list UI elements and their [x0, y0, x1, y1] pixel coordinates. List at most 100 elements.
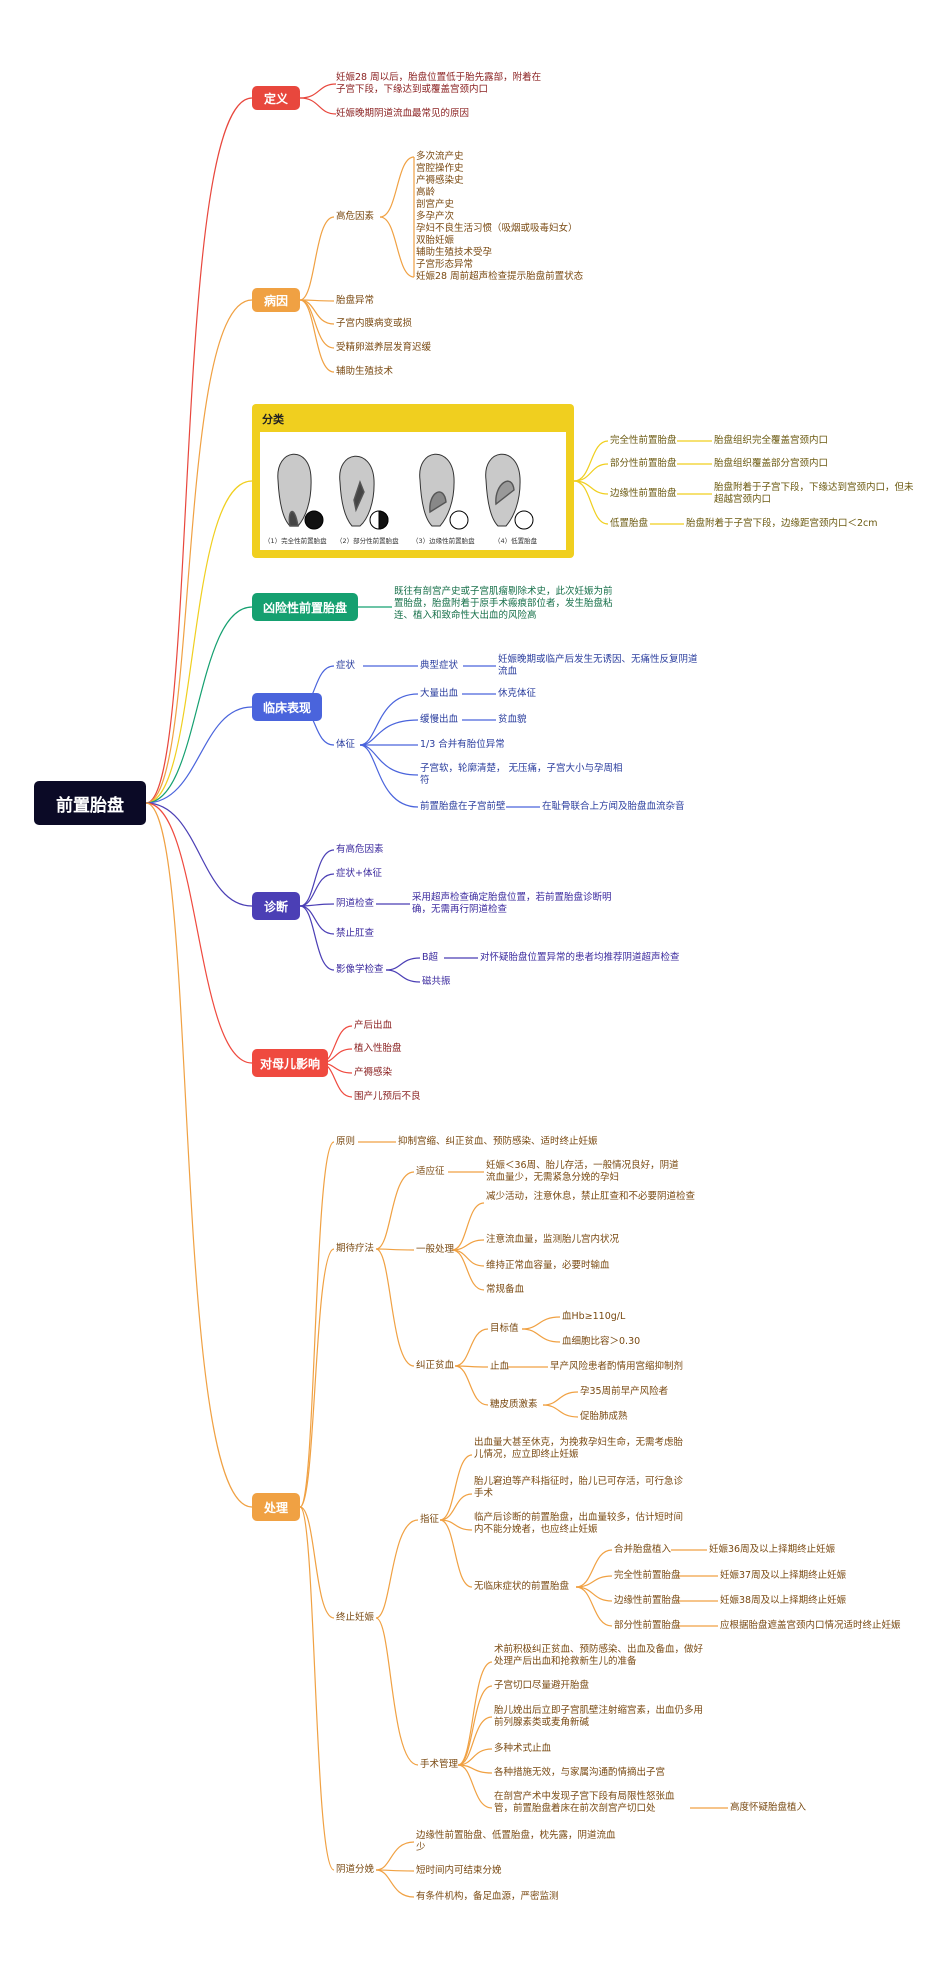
effect-item: 产褥感染 [354, 1067, 393, 1078]
treat-vaginal: 阴道分娩 [336, 1864, 375, 1875]
sign-item: 子宫软，轮廓清楚， 无压痛，子宫大小与孕周相符 [420, 763, 623, 786]
classification-title: 分类 [262, 413, 284, 426]
asym-type: 边缘性前置胎盘 [614, 1595, 681, 1606]
risk-item: 双胎妊娠 [416, 235, 455, 246]
stop-bleed-desc: 早产风险患者酌情用宫缩抑制剂 [550, 1361, 684, 1372]
treat-general: 一般处理 [416, 1244, 455, 1255]
clinical-symptom: 症状 [336, 660, 356, 671]
surgery-item: 术前积极纠正贫血、预防感染、出血及备血，做好处理产后出血和抢救新生儿的准备 [494, 1644, 704, 1667]
branch-pernicious[interactable]: 凶险性前置胎盘 [252, 593, 358, 621]
sign-sub: 休克体征 [498, 688, 537, 699]
surgery-item: 子宫切口尽量避开胎盘 [494, 1680, 590, 1691]
vaginal-item: 有条件机构，备足血源，严密监测 [416, 1891, 559, 1902]
diag-vaginal-desc: 采用超声检查确定胎盘位置，若前置胎盘诊断明确，无需再行阴道检查 [412, 892, 612, 915]
uterus-drawings [277, 453, 534, 530]
risk-item: 宫腔操作史 [416, 163, 464, 174]
sign-item: 1/3 合并有胎位异常 [420, 739, 505, 750]
asym-type: 部分性前置胎盘 [614, 1620, 681, 1631]
terminate-item: 临产后诊断的前置胎盘，出血量较多，估计短时间内不能分娩者，也应终止妊娠 [474, 1512, 684, 1535]
cause-high-risk: 高危因素 [336, 211, 375, 222]
placenta-illustration: （1）完全性前置胎盘 （2）部分性前置胎盘 （3）边缘性前置胎盘 （4）低置胎盘 [260, 432, 566, 550]
class-type-partial[interactable]: 部分性前置胎盘 [610, 458, 677, 469]
diag-item: 影像学检查 [336, 964, 384, 975]
risk-item: 剖宫产史 [416, 199, 455, 210]
risk-item: 产褥感染史 [416, 175, 464, 186]
treat-principle-desc: 抑制宫缩、纠正贫血、预防感染、适时终止妊娠 [398, 1136, 598, 1147]
clinical-typical: 典型症状 [420, 660, 459, 671]
branch-clinical[interactable]: 临床表现 [252, 693, 322, 721]
sign-sub: 贫血貌 [498, 714, 527, 725]
branch-definition[interactable]: 定义 [252, 86, 300, 110]
risk-item: 辅助生殖技术受孕 [416, 247, 493, 258]
asym-type: 完全性前置胎盘 [614, 1570, 681, 1581]
effect-item: 植入性胎盘 [354, 1043, 402, 1054]
root-topic[interactable]: 前置胎盘 [34, 781, 146, 825]
branch-effect[interactable]: 对母儿影响 [252, 1049, 328, 1077]
risk-item: 孕妇不良生活习惯（吸烟或吸毒妇女） [416, 223, 578, 234]
branch-classification[interactable]: 分类 （1）完全性前置胎盘 （2）部分性 [252, 404, 574, 558]
cause-item: 胎盘异常 [336, 295, 375, 306]
treat-terminate: 终止妊娠 [336, 1612, 375, 1623]
effect-item: 产后出血 [354, 1020, 393, 1031]
cause-item: 子宫内膜病变或损 [336, 318, 413, 329]
cause-item: 受精卵滋养层发育迟缓 [336, 342, 432, 353]
diag-item: 症状+体征 [336, 868, 382, 879]
diag-item: 有高危因素 [336, 844, 384, 855]
illustration-caption: （2）部分性前置胎盘 [336, 537, 399, 545]
class-type-marginal[interactable]: 边缘性前置胎盘 [610, 488, 677, 499]
steroid-item: 促胎肺成熟 [580, 1411, 628, 1422]
terminate-item: 出血量大甚至休克，为挽救孕妇生命，无需考虑胎儿情况，应立即终止妊娠 [474, 1437, 684, 1460]
vaginal-item: 短时间内可结束分娩 [416, 1865, 502, 1876]
class-type-low[interactable]: 低置胎盘 [610, 518, 649, 529]
class-type-complete[interactable]: 完全性前置胎盘 [610, 435, 677, 446]
risk-item: 子宫形态异常 [416, 259, 474, 270]
terminate-item: 胎儿窘迫等产科指征时，胎儿已可存活，可行急诊手术 [474, 1476, 684, 1499]
effect-item: 围产儿预后不良 [354, 1091, 421, 1102]
diag-imaging: B超 [422, 952, 439, 963]
sign-sub: 在耻骨联合上方闻及胎盘血流杂音 [542, 801, 685, 812]
treat-principle: 原则 [336, 1136, 356, 1147]
clinical-sign: 体征 [336, 739, 356, 750]
surgery-item: 在剖宫产术中发现子宫下段有局限性怒张血管，前置胎盘着床在前次剖宫产切口处 [494, 1791, 675, 1814]
treat-anemia: 纠正贫血 [416, 1360, 455, 1371]
branch-treatment[interactable]: 处理 [252, 1493, 300, 1521]
general-item: 注意流血量，监测胎儿宫内状况 [486, 1234, 620, 1245]
risk-item: 高龄 [416, 187, 436, 198]
surgery-item: 多种术式止血 [494, 1743, 552, 1754]
surgery-item: 各种措施无效，与家属沟通酌情摘出子宫 [494, 1767, 666, 1778]
asym-desc: 妊娠36周及以上择期终止妊娠 [709, 1544, 836, 1555]
asymptomatic-placenta: 无临床症状的前置胎盘 [474, 1581, 570, 1592]
branch-cause[interactable]: 病因 [252, 288, 300, 312]
sign-item: 前置胎盘在子宫前壁 [420, 801, 506, 812]
general-item: 常规备血 [486, 1284, 525, 1295]
anemia-target: 目标值 [490, 1323, 519, 1334]
illustration-caption: （4）低置胎盘 [494, 537, 538, 545]
asym-desc: 应根据胎盘遮盖宫颈内口情况适时终止妊娠 [720, 1620, 901, 1631]
general-item: 减少活动，注意休息，禁止肛查和不必要阴道检查 [486, 1191, 696, 1202]
diag-imaging: 磁共振 [422, 976, 451, 987]
surgery-management: 手术管理 [420, 1759, 459, 1770]
risk-item: 多次流产史 [416, 151, 464, 162]
branch-diagnosis[interactable]: 诊断 [252, 892, 300, 920]
treat-expectant: 期待疗法 [336, 1243, 375, 1254]
risk-item: 妊娠28 周前超声检查提示胎盘前置状态 [416, 271, 584, 282]
diag-item: 阴道检查 [336, 898, 375, 909]
definition-item: 妊娠晚期阴道流血最常见的原因 [336, 108, 470, 119]
anemia-steroid: 糖皮质激素 [490, 1399, 538, 1410]
risk-item: 多孕产次 [416, 211, 455, 222]
anemia-stop-bleed: 止血 [490, 1361, 510, 1372]
treat-indication-desc: 妊娠＜36周、胎儿存活，一般情况良好，阴道流血量少，无需紧急分娩的孕妇 [486, 1160, 679, 1183]
asym-type: 合并胎盘植入 [614, 1544, 672, 1555]
pernicious-desc: 既往有剖宫产史或子宫肌瘤剔除术史，此次妊娠为前置胎盘，胎盘附着于原手术瘢痕部位者… [394, 586, 613, 621]
clinical-typical-desc: 妊娠晚期或临产后发生无诱因、无痛性反复阴道流血 [498, 654, 698, 677]
definition-item: 妊娠28 周以后，胎盘位置低于胎先露部，附着在子宫下段，下缘达到或覆盖宫颈内口 [336, 72, 542, 95]
treat-indication: 适应征 [416, 1166, 445, 1177]
target-item: 血细胞比容＞0.30 [562, 1336, 641, 1347]
sign-item: 缓慢出血 [420, 714, 459, 725]
illustration-caption: （3）边缘性前置胎盘 [412, 537, 475, 545]
asym-desc: 妊娠37周及以上择期终止妊娠 [720, 1570, 847, 1581]
surgery-last-sub: 高度怀疑胎盘植入 [730, 1802, 807, 1813]
sign-item: 大量出血 [420, 688, 459, 699]
surgery-item: 胎儿娩出后立即子宫肌壁注射缩宫素，出血仍多用前列腺素类或麦角新碱 [494, 1705, 704, 1728]
